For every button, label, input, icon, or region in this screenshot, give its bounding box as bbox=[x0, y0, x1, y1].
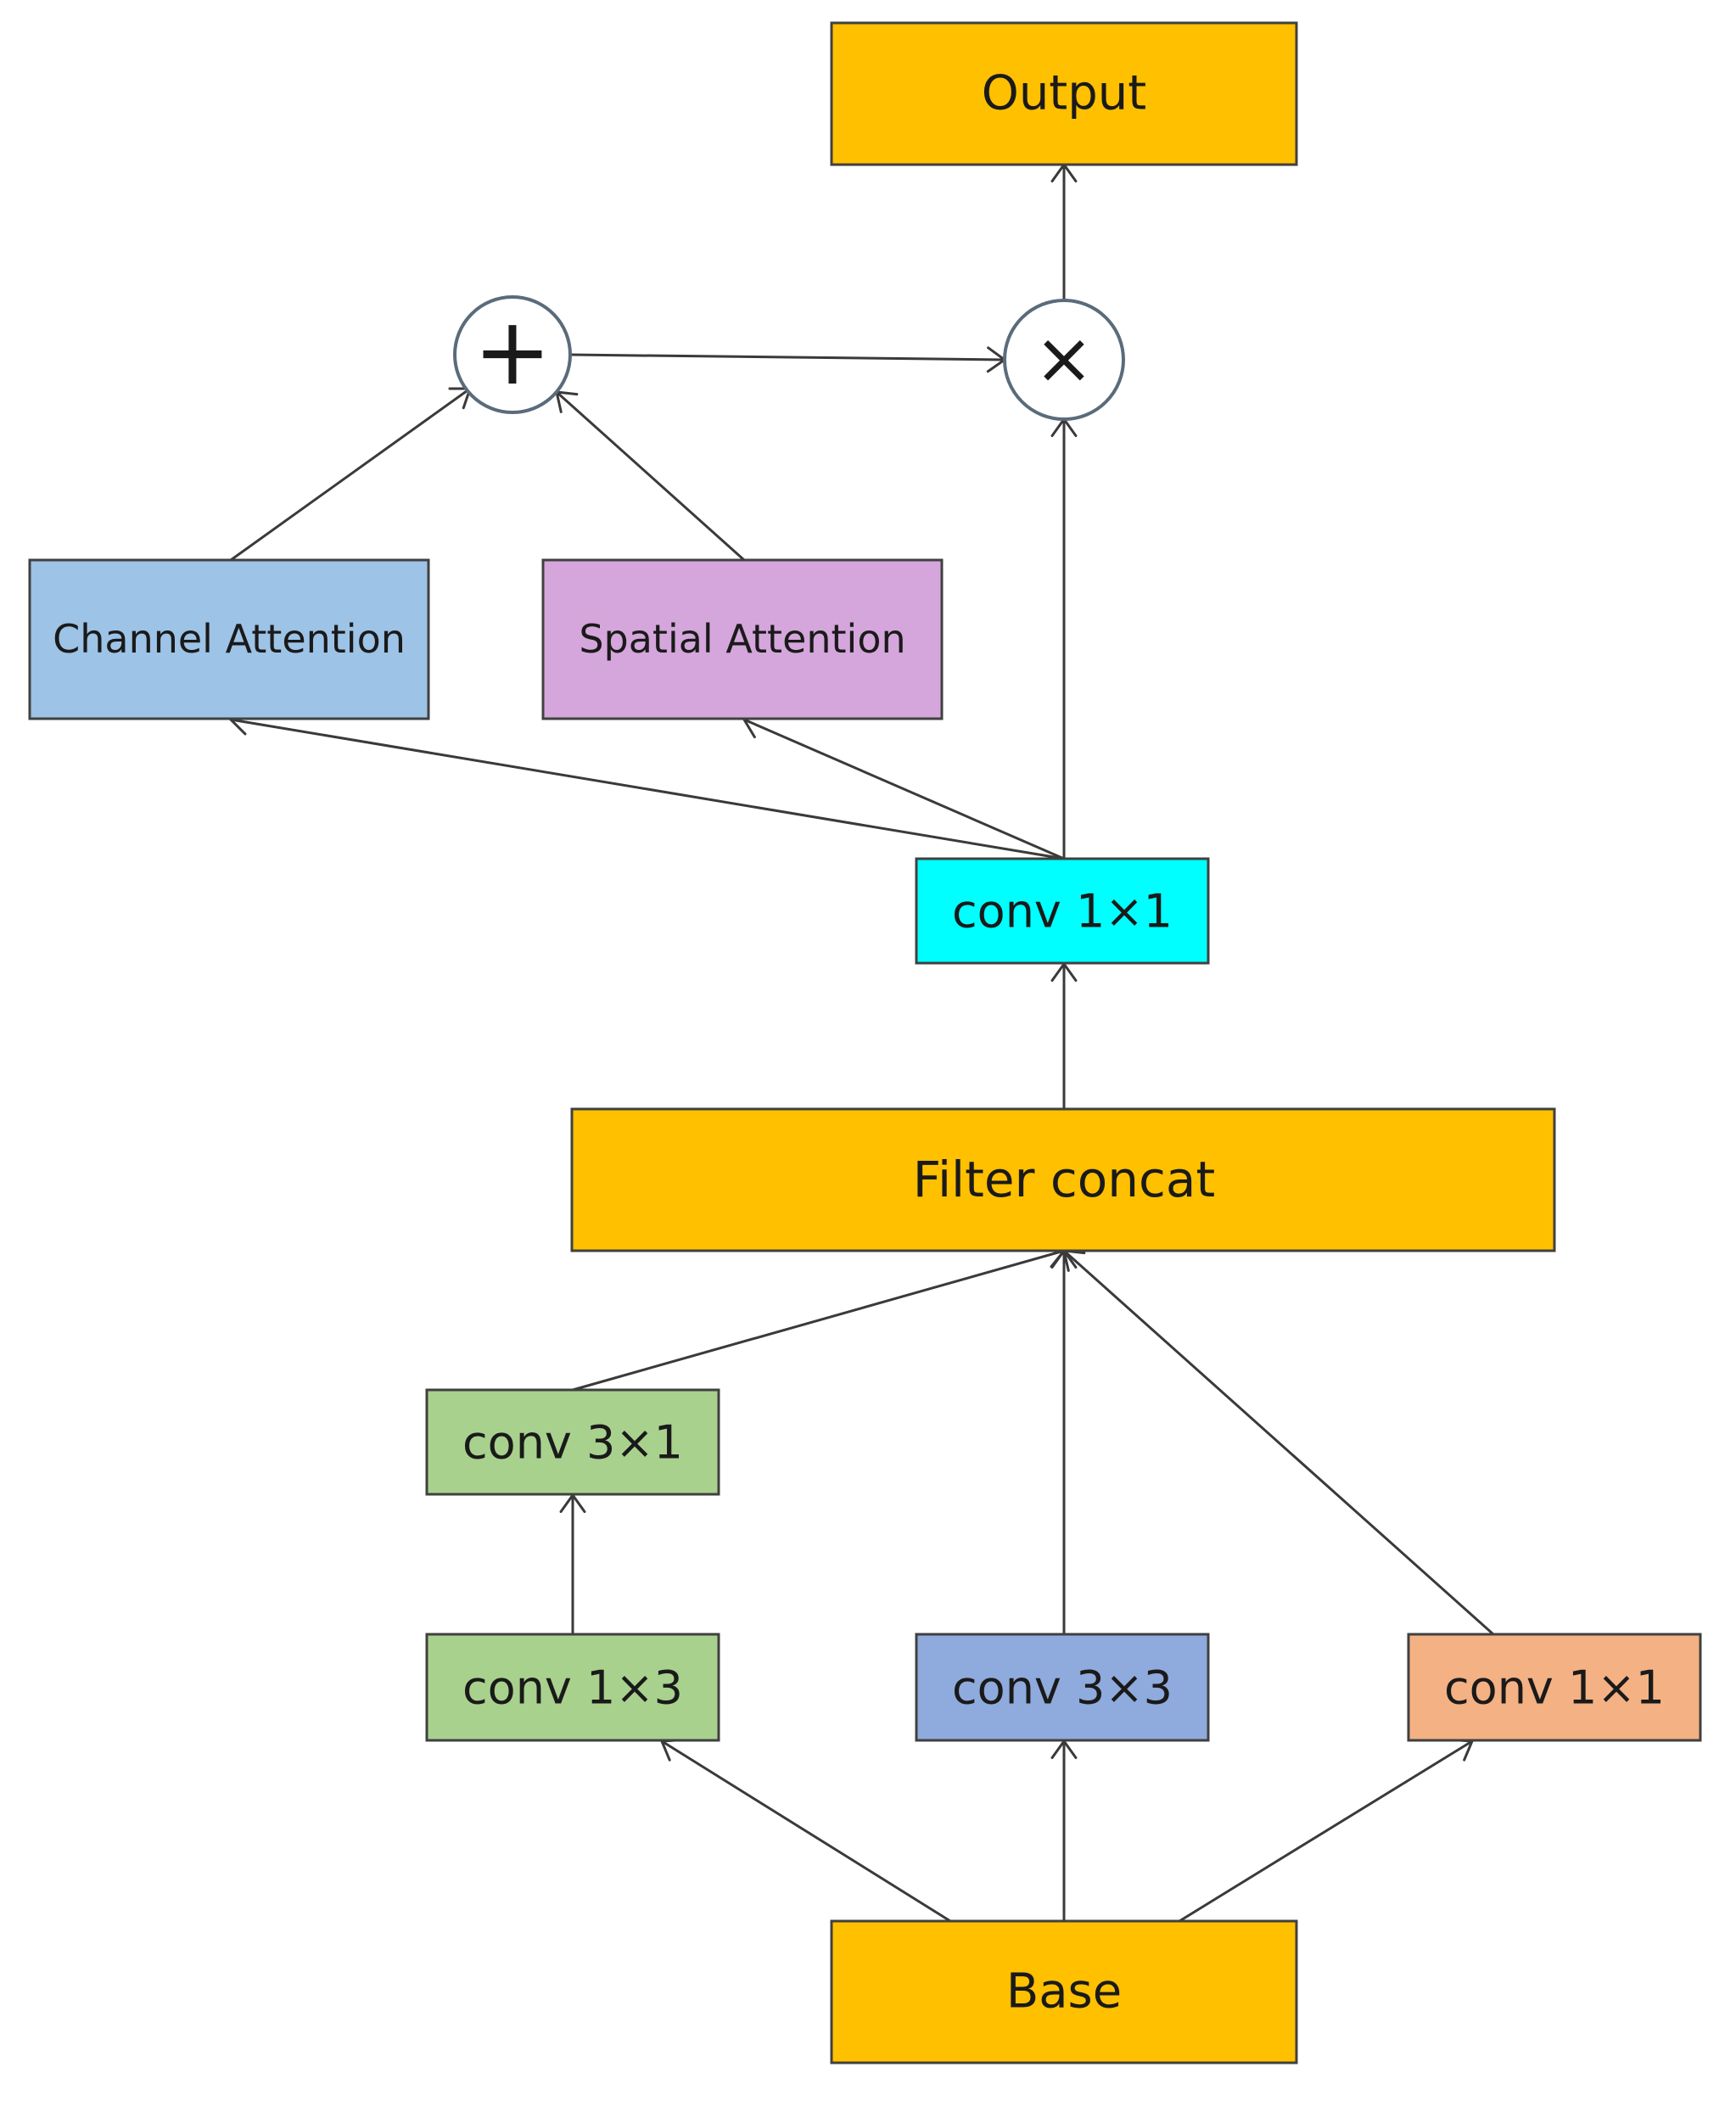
edge-conv1x1_top-to-channel_attention bbox=[230, 718, 1065, 860]
channel-attention-label: Channel Attention bbox=[53, 616, 406, 662]
filter-concat-label: Filter concat bbox=[913, 1151, 1215, 1208]
conv-1x3-box bbox=[425, 1633, 720, 1742]
add-operator-node: + bbox=[453, 295, 572, 414]
conv-3x1-box bbox=[425, 1388, 720, 1496]
conv-1x3-label: conv 1×3 bbox=[462, 1661, 683, 1715]
channel-attention-node: Channel Attention bbox=[28, 558, 430, 720]
channel-attention-box bbox=[28, 558, 430, 720]
base-node: Base bbox=[830, 1919, 1298, 2064]
conv-3x3-label: conv 3×3 bbox=[952, 1661, 1173, 1715]
output-box bbox=[830, 21, 1298, 166]
spatial-attention-box bbox=[541, 558, 944, 720]
base-box bbox=[830, 1919, 1298, 2064]
conv-1x1-right-box bbox=[1407, 1633, 1702, 1742]
edge-conv1x1_top-to-spatial_attention bbox=[743, 718, 1065, 860]
edge-base-to-conv1x1_right bbox=[1179, 1739, 1473, 1923]
conv-1x1-top-label: conv 1×1 bbox=[952, 885, 1173, 938]
conv-3x1-label: conv 3×1 bbox=[462, 1416, 683, 1470]
spatial-attention-node: Spatial Attention bbox=[541, 558, 944, 720]
edge-channel_attention-to-add_op bbox=[230, 387, 471, 562]
multiply-operator-symbol: × bbox=[1034, 317, 1094, 400]
multiply-operator-circle bbox=[1003, 299, 1125, 421]
output-label: Output bbox=[982, 66, 1147, 121]
edge-spatial_attention-to-add_op bbox=[555, 390, 746, 562]
conv-1x1-right-node: conv 1×1 bbox=[1407, 1633, 1702, 1742]
add-operator-symbol: + bbox=[473, 297, 552, 406]
conv-3x1-node: conv 3×1 bbox=[425, 1388, 720, 1496]
spatial-attention-label: Spatial Attention bbox=[579, 616, 905, 662]
edge-conv1x1_right-to-filter_concat bbox=[1063, 1249, 1494, 1636]
conv-1x3-node: conv 1×3 bbox=[425, 1633, 720, 1742]
filter-concat-box bbox=[570, 1107, 1556, 1252]
edge-conv3x1-to-filter_concat bbox=[572, 1249, 1065, 1392]
conv-1x1-top-box bbox=[915, 857, 1210, 965]
conv-3x3-node: conv 3×3 bbox=[915, 1633, 1210, 1742]
edge-base-to-conv1x3 bbox=[661, 1739, 951, 1923]
edge-add_op-to-mul_op bbox=[569, 353, 1005, 361]
output-node: Output bbox=[830, 21, 1298, 166]
edges-layer bbox=[228, 162, 1494, 1923]
conv-3x3-box bbox=[915, 1633, 1210, 1742]
base-label: Base bbox=[1006, 1964, 1122, 2020]
conv-1x1-top-node: conv 1×1 bbox=[915, 857, 1210, 965]
multiply-operator-node: × bbox=[1003, 299, 1125, 421]
filter-concat-node: Filter concat bbox=[570, 1107, 1556, 1252]
add-operator-circle bbox=[453, 295, 572, 414]
conv-1x1-right-label: conv 1×1 bbox=[1444, 1661, 1665, 1715]
